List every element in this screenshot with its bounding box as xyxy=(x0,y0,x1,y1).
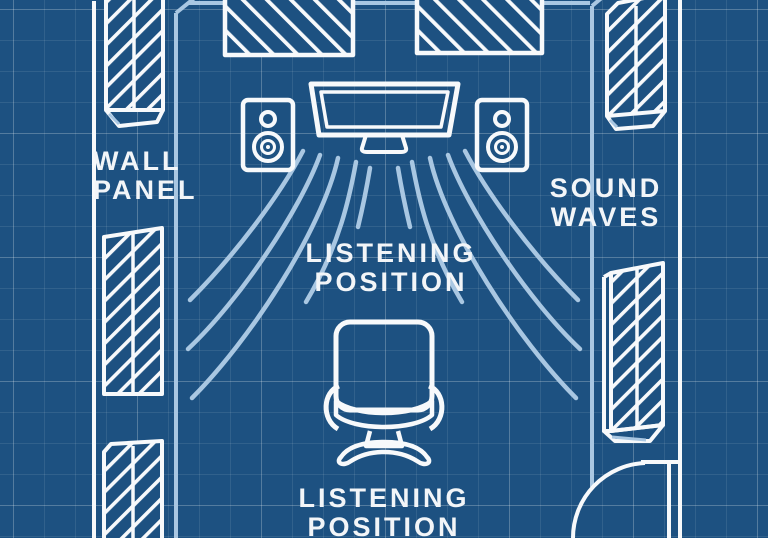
wave-arc-icon xyxy=(427,155,579,401)
listening-position-bottom-label: LISTENING POSITION xyxy=(298,484,469,538)
door-swing-icon xyxy=(570,460,682,538)
acoustic-panel-top-left xyxy=(222,0,356,58)
wave-arc-icon xyxy=(462,148,581,303)
wall-panel-lower-right xyxy=(602,261,665,443)
speaker-left-icon xyxy=(240,97,296,173)
tv-icon xyxy=(308,81,461,154)
speaker-right-icon xyxy=(474,97,530,173)
wall-panel-middle-left xyxy=(102,226,164,396)
wave-arc-icon xyxy=(445,152,583,352)
listening-position-bottom-line1: LISTENING xyxy=(298,483,470,513)
office-chair-icon xyxy=(323,319,445,467)
wave-arc-icon xyxy=(185,152,323,352)
sound-waves-label: SOUND WAVES xyxy=(550,174,663,232)
sound-waves-label-line2: WAVES xyxy=(550,202,662,232)
wave-arc-icon xyxy=(189,155,341,401)
listening-position-center-label: LISTENING POSITION xyxy=(305,239,476,297)
acoustic-panel-top-right xyxy=(414,0,545,56)
wall-panel-label-line1: WALL xyxy=(93,146,182,176)
wave-arc-icon xyxy=(409,159,465,305)
wall-panel-lower-left xyxy=(102,439,164,538)
wall-panel-label-line2: PANEL xyxy=(93,175,198,205)
listening-position-center-line2: POSITION xyxy=(314,267,468,297)
wall-panel-upper-right xyxy=(605,0,667,131)
wave-arc-icon xyxy=(303,159,359,305)
sound-waves-label-line1: SOUND xyxy=(549,173,663,203)
inner-room-boundary xyxy=(174,0,603,538)
listening-position-bottom-line2: POSITION xyxy=(307,512,461,538)
sound-waves-group xyxy=(185,148,583,401)
listening-position-center-line1: LISTENING xyxy=(305,238,477,268)
wall-panel-upper-left xyxy=(104,0,165,128)
wave-arc-icon xyxy=(395,165,413,230)
wave-arc-icon xyxy=(355,165,373,230)
wall-panel-label: WALL PANEL xyxy=(93,147,198,205)
